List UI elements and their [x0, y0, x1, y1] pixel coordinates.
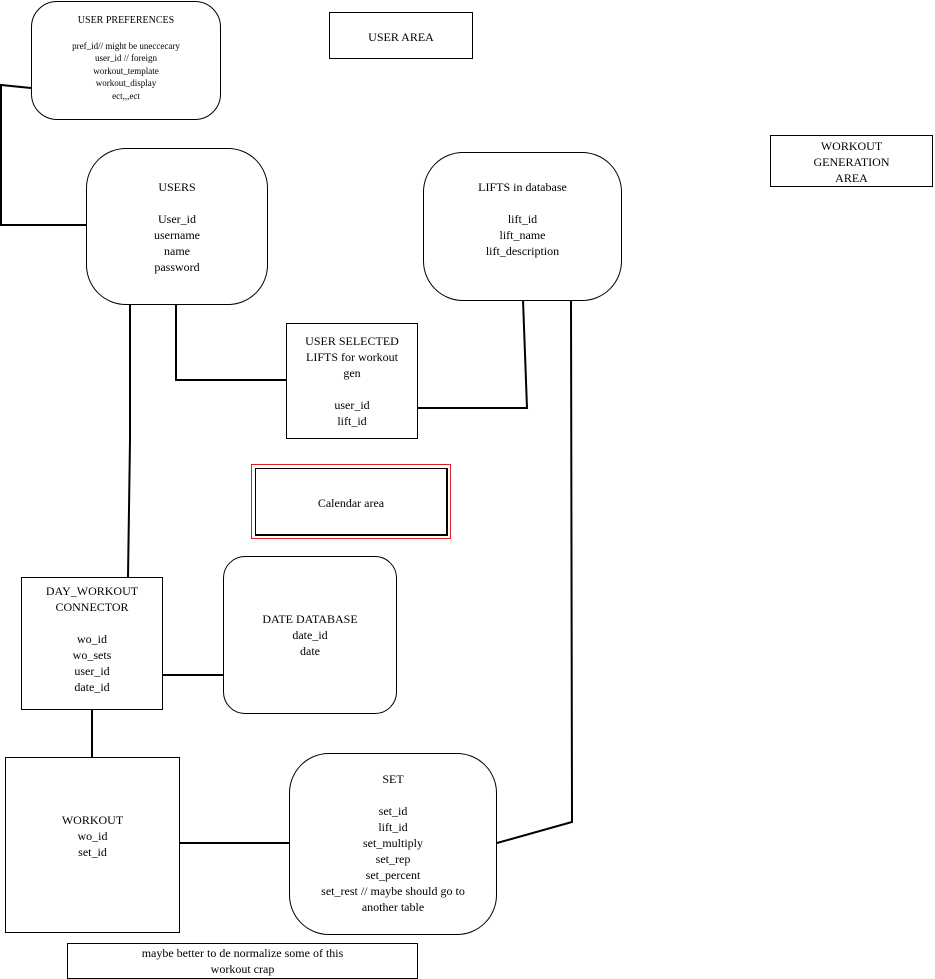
- set-fields: set_id lift_id set_multiply set_rep set_…: [321, 804, 465, 914]
- calendar-area-note: Calendar area: [255, 468, 448, 536]
- calendar-area-label: Calendar area: [317, 496, 385, 510]
- users-fields: User_id username name password: [154, 212, 200, 274]
- workout-title: WORKOUT: [61, 813, 124, 827]
- user-preferences-entity[interactable]: USER PREFERENCES pref_id// might be unec…: [31, 1, 221, 120]
- lifts-selected-lifts-connector: [418, 299, 529, 409]
- user-selected-lifts-entity[interactable]: USER SELECTED LIFTS for workout gen user…: [286, 323, 418, 439]
- user-preferences-title: USER PREFERENCES: [77, 15, 175, 26]
- workout-generation-area-note: WORKOUT GENERATION AREA: [770, 135, 933, 187]
- user-selected-lifts-title: USER SELECTED LIFTS for workout gen: [305, 334, 399, 380]
- denormalize-note: maybe better to de normalize some of thi…: [67, 943, 418, 979]
- day-workout-connector-fields: wo_id wo_sets user_id date_id: [72, 632, 112, 694]
- users-day-connector: [127, 304, 131, 578]
- lifts-title: LIFTS in database: [478, 180, 567, 194]
- set-entity[interactable]: SET set_id lift_id set_multiply set_rep …: [289, 753, 497, 935]
- date-database-title: DATE DATABASE: [262, 612, 358, 626]
- pref-users-connector: [0, 83, 86, 226]
- user-selected-lifts-fields: user_id lift_id: [334, 398, 370, 428]
- workout-fields: wo_id set_id: [77, 829, 108, 859]
- set-title: SET: [382, 772, 404, 786]
- denormalize-note-label: maybe better to de normalize some of thi…: [141, 946, 344, 976]
- lifts-entity[interactable]: LIFTS in database lift_id lift_name lift…: [423, 152, 622, 301]
- date-database-entity[interactable]: DATE DATABASE date_id date: [223, 556, 397, 714]
- day-workout-connector-title: DAY_WORKOUT CONNECTOR: [45, 584, 139, 614]
- user-preferences-fields: pref_id// might be uneccecary user_id //…: [72, 40, 180, 101]
- lifts-fields: lift_id lift_name lift_description: [485, 212, 560, 258]
- user-area-note: USER AREA: [329, 12, 473, 59]
- calendar-area-frame: [251, 464, 451, 539]
- day-workout-connector-entity[interactable]: DAY_WORKOUT CONNECTOR wo_id wo_sets user…: [21, 577, 163, 710]
- workout-generation-area-label: WORKOUT GENERATION AREA: [813, 139, 890, 185]
- users-entity[interactable]: USERS User_id username name password: [86, 148, 268, 305]
- users-selected-lifts-connector: [175, 303, 286, 381]
- date-database-fields: date_id date: [292, 628, 328, 658]
- user-area-label: USER AREA: [368, 30, 434, 44]
- workout-entity[interactable]: WORKOUT wo_id set_id: [5, 757, 180, 933]
- lifts-set-connector: [496, 299, 574, 844]
- users-title: USERS: [158, 180, 196, 194]
